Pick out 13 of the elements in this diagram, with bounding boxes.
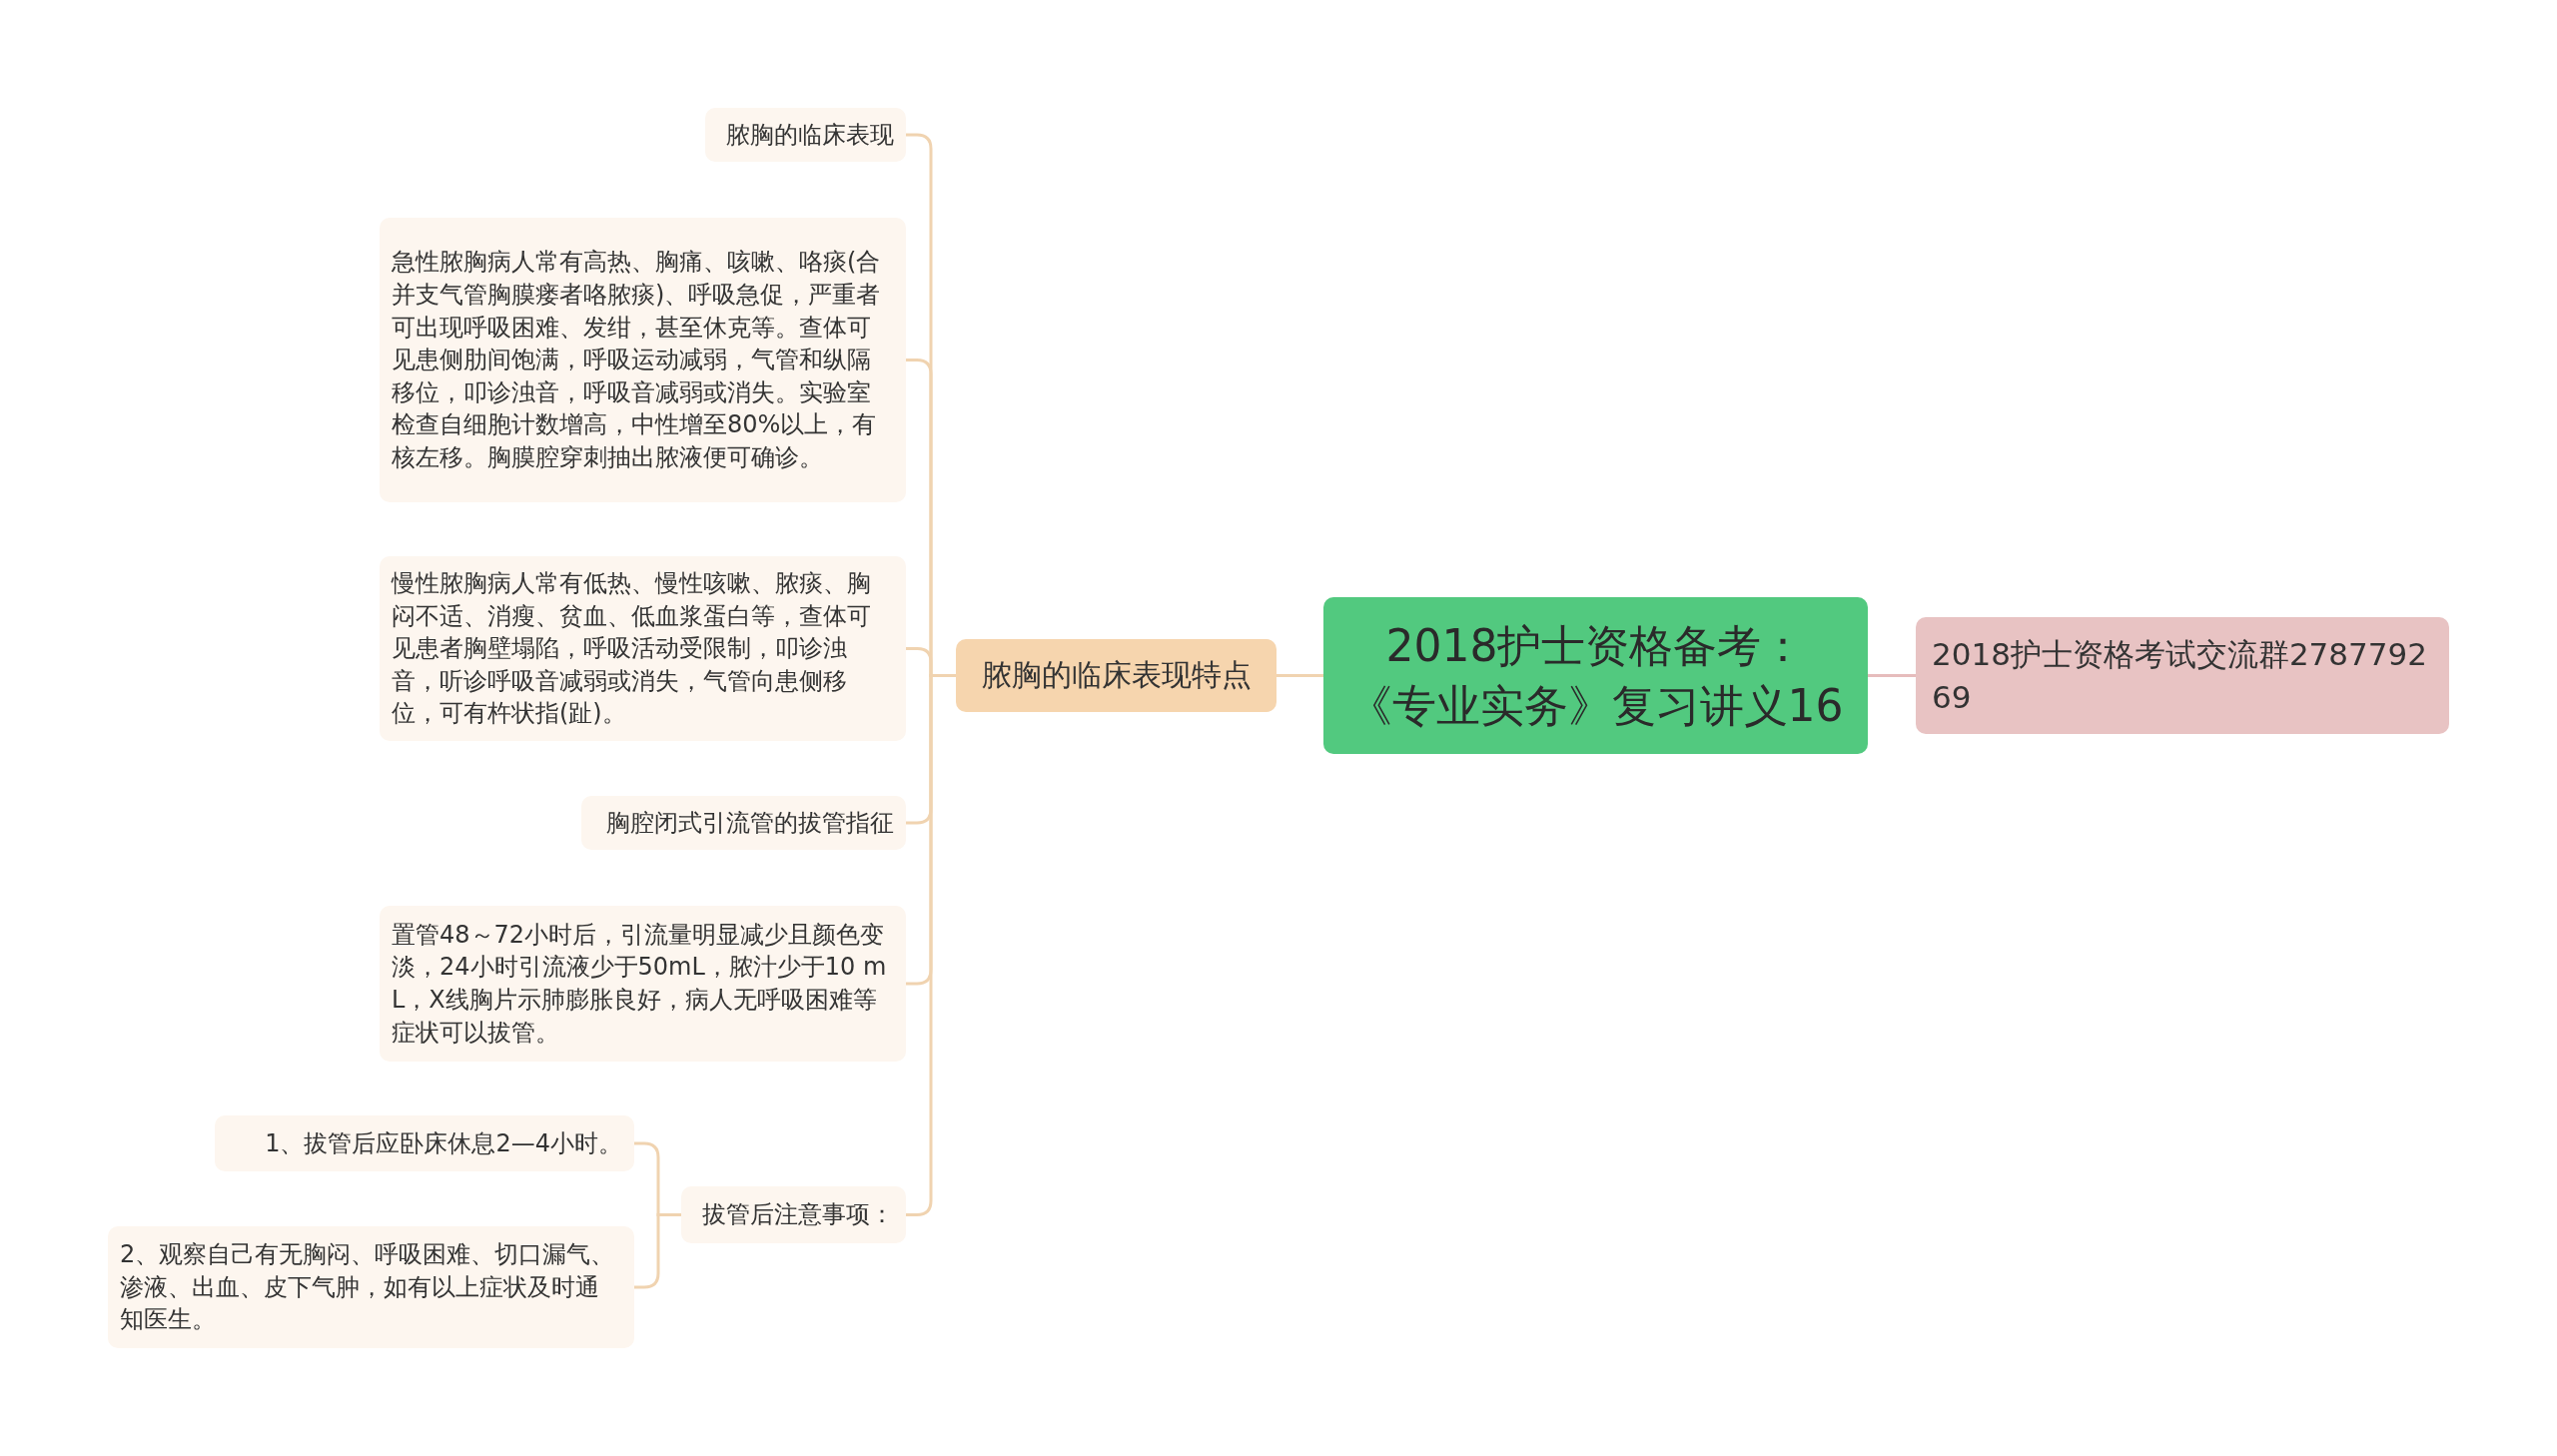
text-box: 1、拔管后应卧床休息2—4小时。 — [215, 1115, 634, 1171]
topic-box: 2018护士资格备考：《专业实务》复习讲义16 — [1323, 597, 1868, 754]
text-box: 脓胸的临床表现 — [705, 108, 906, 162]
text-box: 胸腔闭式引流管的拔管指征 — [581, 796, 906, 850]
connector — [1277, 674, 1323, 677]
text-box: 置管48～72小时后，引流量明显减少且颜色变淡，24小时引流液少于50mL，脓汁少于10 mL，X线胸片示肺膨胀良好，病人无呼吸困难等症状可以拔管。 — [380, 906, 906, 1062]
text-box: 拔管后注意事项： — [681, 1186, 906, 1243]
text-box: 急性脓胸病人常有高热、胸痛、咳嗽、咯痰(合并支气管胸膜瘘者咯脓痰)、呼吸急促，严重者可出现呼吸困难、发绀，甚至休克等。查体可见患侧肋间饱满，呼吸运动减弱，气管和纵隔移位，叩诊浊音，呼吸音减弱或消失。实验室检查自细胞计数增高，中性增至80%以上，有核左移。胸膜腔穿刺抽出脓液便可确诊。 — [380, 218, 906, 502]
text-box: 2、观察自己有无胸闷、呼吸困难、切口漏气、渗液、出血、皮下气肿，如有以上症状及时通知医生。 — [108, 1226, 634, 1348]
connector — [1868, 674, 1916, 677]
topic-box: 2018护士资格考试交流群278779269 — [1916, 617, 2449, 734]
text-box: 慢性脓胸病人常有低热、慢性咳嗽、脓痰、胸闷不适、消瘦、贫血、低血浆蛋白等，查体可见患者胸壁塌陷，呼吸活动受限制，叩诊浊音，听诊呼吸音减弱或消失，气管向患侧移位，可有杵状指(趾)。 — [380, 556, 906, 741]
branch-box: 脓胸的临床表现特点 — [956, 639, 1277, 712]
